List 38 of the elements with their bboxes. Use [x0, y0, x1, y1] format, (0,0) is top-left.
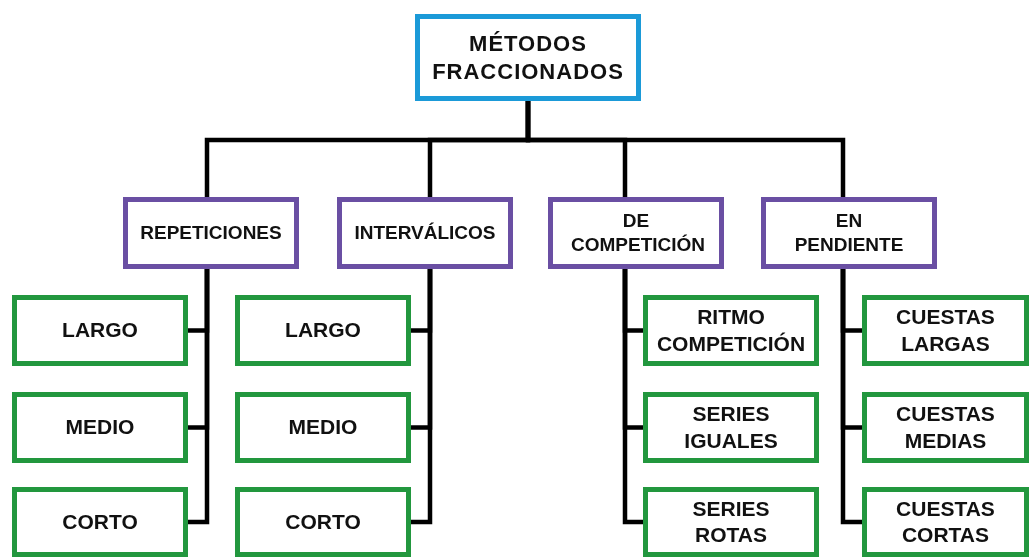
category-box: [123, 197, 299, 269]
box-label: RITMO COMPETICIÓN: [655, 304, 807, 357]
box-label: CUESTAS MEDIAS: [895, 401, 996, 454]
connector-line: [188, 269, 210, 525]
connector-line: [840, 269, 862, 525]
method-box: [862, 487, 1029, 557]
method-box: [643, 295, 819, 366]
connector-line: [525, 101, 846, 197]
category-box: [548, 197, 724, 269]
box-label: CUESTAS CORTAS: [895, 495, 996, 548]
box-label: MEDIO: [288, 414, 358, 441]
box-label: SERIES IGUALES: [683, 401, 779, 454]
connector-line: [622, 269, 643, 525]
box-label: MEDIO: [65, 414, 135, 441]
box-label: REPETICIONES: [140, 221, 282, 245]
box-label: EN PENDIENTE: [793, 209, 905, 257]
method-box: [235, 392, 411, 463]
method-box: [235, 295, 411, 366]
box-label: CORTO: [62, 508, 138, 535]
method-box: [643, 487, 819, 557]
category-box: [337, 197, 513, 269]
method-box: [862, 392, 1029, 463]
title-box: [415, 14, 641, 101]
box-label: LARGO: [62, 317, 138, 344]
box-label: LARGO: [285, 317, 361, 344]
box-label: SERIES ROTAS: [691, 495, 771, 548]
box-label: INTERVÁLICOS: [354, 221, 496, 245]
method-box: [643, 392, 819, 463]
method-box: [12, 487, 188, 557]
connector-line: [411, 269, 433, 525]
category-box: [761, 197, 937, 269]
method-box: [12, 392, 188, 463]
box-label: MÉTODOS FRACCIONADOS: [431, 30, 625, 85]
box-label: CORTO: [285, 508, 361, 535]
method-box: [235, 487, 411, 557]
method-box: [12, 295, 188, 366]
method-box: [862, 295, 1029, 366]
box-label: CUESTAS LARGAS: [895, 304, 996, 357]
